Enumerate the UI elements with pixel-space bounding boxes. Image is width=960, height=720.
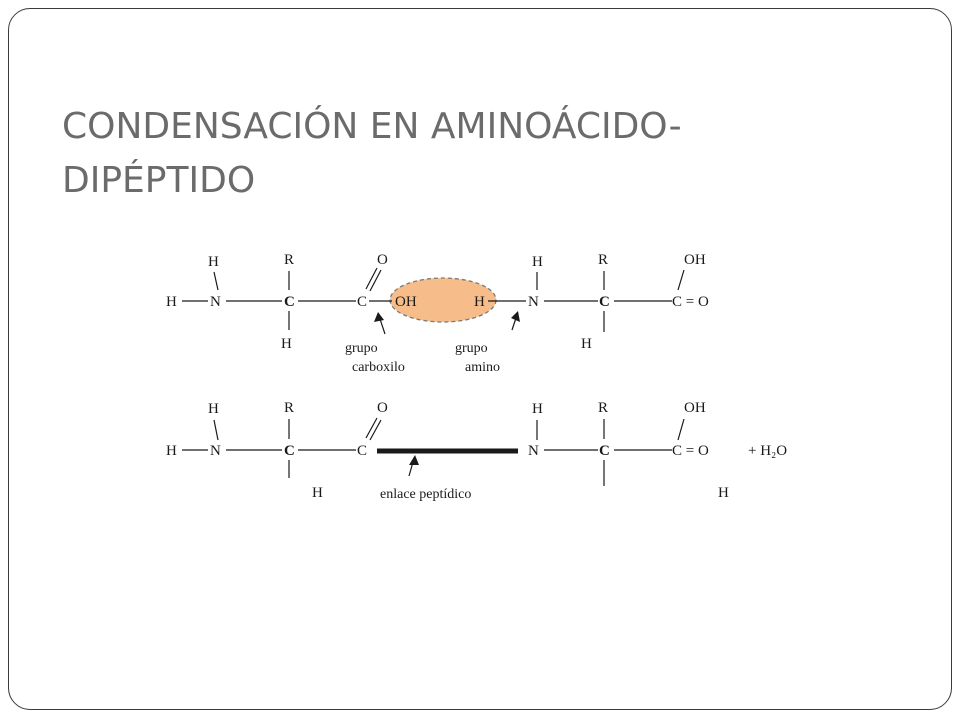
double-bond-line — [365, 417, 378, 439]
label-grupo-carboxilo: grupo — [345, 341, 378, 356]
atom-r: R — [598, 400, 608, 416]
atom-o: O — [377, 252, 388, 268]
atom-carbonyl-carbon: C — [357, 443, 367, 459]
double-bond-line — [365, 267, 378, 290]
bond-line — [213, 419, 219, 441]
label-amino: amino — [465, 360, 500, 375]
atom-h: H — [208, 401, 219, 417]
atom-h: H — [166, 294, 177, 310]
atom-alpha-carbon: C — [599, 443, 610, 459]
slide-frame — [8, 8, 952, 710]
double-bond-line — [369, 269, 382, 292]
slide-title-line-1: CONDENSACIÓN EN AMINOÁCIDO- — [62, 106, 682, 147]
hydroxyl-oh: OH — [395, 294, 417, 310]
atom-alpha-carbon: C — [284, 294, 295, 310]
water-highlight-ellipse — [389, 277, 497, 323]
product-row: H H N R C H C O enlace peptídico H N R C… — [166, 400, 787, 502]
atom-alpha-carbon: C — [599, 294, 610, 310]
atom-alpha-carbon: C — [284, 443, 295, 459]
slide-title-line-2: DIPÉPTIDO — [62, 160, 256, 201]
atom-h: H — [208, 254, 219, 270]
arrow-head — [511, 311, 520, 322]
arrow-head — [374, 312, 384, 322]
carboxyl-c-eq-o: C = O — [672, 443, 709, 459]
label-grupo-amino: grupo — [455, 341, 488, 356]
reactants-row: H H N R C H C O OH H H N R C H OH C = O — [166, 252, 709, 375]
slide-title: CONDENSACIÓN EN AMINOÁCIDO- DIPÉPTIDO — [62, 100, 842, 208]
atom-carbonyl-carbon: C — [357, 294, 367, 310]
atom-h: H — [532, 401, 543, 417]
bond-line — [677, 418, 685, 441]
carboxyl-c-eq-o: C = O — [672, 294, 709, 310]
water-product: + H₂O — [748, 443, 787, 459]
atom-r: R — [284, 252, 294, 268]
atom-h: H — [581, 336, 592, 352]
bond-line — [213, 271, 219, 291]
atom-n: N — [528, 294, 539, 310]
bond-line — [677, 269, 685, 291]
atom-r: R — [284, 400, 294, 416]
label-carboxilo: carboxilo — [352, 360, 405, 375]
atom-h: H — [532, 254, 543, 270]
atom-n: N — [210, 294, 221, 310]
label-enlace-peptidico: enlace peptídico — [380, 487, 471, 502]
atom-h: H — [281, 336, 292, 352]
atom-n: N — [528, 443, 539, 459]
atom-h: H — [166, 443, 177, 459]
arrow-line — [511, 317, 517, 331]
atom-oh: OH — [684, 400, 706, 416]
atom-o: O — [377, 400, 388, 416]
atom-r: R — [598, 252, 608, 268]
arrow-line — [379, 318, 386, 335]
atom-h-amino: H — [474, 294, 485, 310]
double-bond-line — [369, 419, 382, 441]
atom-h: H — [718, 485, 729, 501]
atom-n: N — [210, 443, 221, 459]
arrow-head — [409, 455, 419, 465]
atom-oh: OH — [684, 252, 706, 268]
atom-h: H — [312, 485, 323, 501]
